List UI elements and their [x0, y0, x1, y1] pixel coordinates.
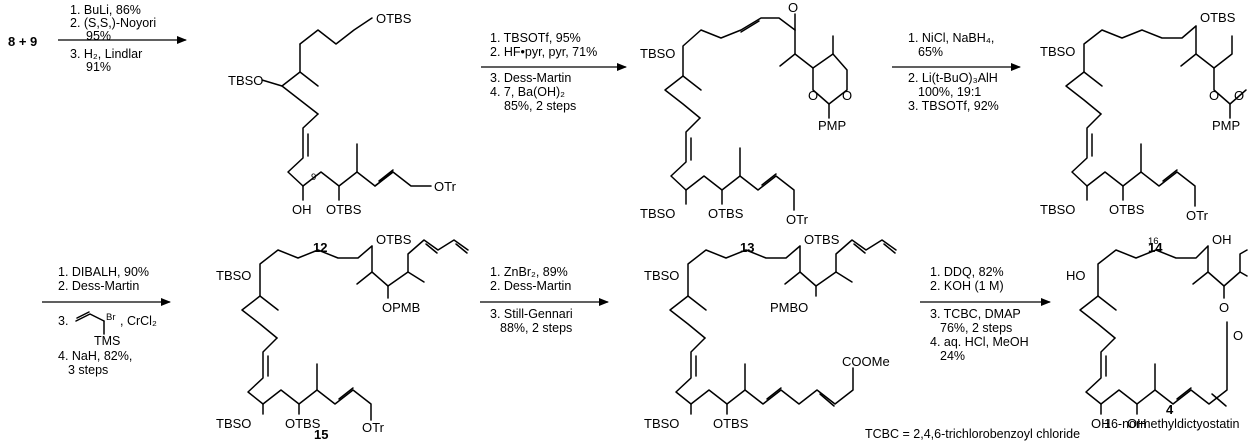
- step4-line6: 3 steps: [68, 363, 108, 377]
- c12-oh: OH: [292, 202, 312, 217]
- step6-line1: 1. DDQ, 82%: [930, 265, 1004, 279]
- step2-line4: 4. 7, Ba(OH)₂: [490, 85, 565, 99]
- c12-otbs: OTBS: [326, 202, 362, 217]
- step4-crcl2: , CrCl₂: [120, 314, 157, 328]
- c13-tbso-top: TBSO: [640, 46, 675, 61]
- start-materials: 8 + 9: [8, 34, 37, 49]
- c14-otbs: OTBS: [1109, 202, 1145, 217]
- compound-4: 16 OH HO O O OH OH 4 16-normethyldictyos…: [1066, 232, 1248, 431]
- step4-line1: 1. DIBALH, 90%: [58, 265, 149, 279]
- step4-tms: TMS: [94, 334, 120, 348]
- c15-otbs: OTBS: [285, 416, 321, 431]
- c12-c9-label: 9: [311, 172, 316, 183]
- c14-o1: O: [1209, 88, 1219, 103]
- c16-otbs: OTBS: [713, 416, 749, 431]
- step2-line1: 1. TBSOTf, 95%: [490, 31, 581, 45]
- c13-tbso-bottom: TBSO: [640, 206, 675, 221]
- step1-line1: 1. BuLi, 86%: [70, 3, 141, 17]
- reaction-arrow-3: 1. NiCl, NaBH₄, 65% 2. Li(t-BuO)₃AlH 100…: [892, 31, 1021, 113]
- step6-line4: 76%, 2 steps: [940, 321, 1012, 335]
- c14-pmp: PMP: [1212, 118, 1240, 133]
- c13-o2: O: [842, 88, 852, 103]
- c13-o1: O: [808, 88, 818, 103]
- step4-br: Br: [106, 312, 116, 323]
- step2-line2: 2. HF•pyr, pyr, 71%: [490, 45, 597, 59]
- c4-oh2: OH: [1127, 416, 1147, 431]
- step5-line2: 2. Dess-Martin: [490, 279, 571, 293]
- c4-oh1: OH: [1091, 416, 1111, 431]
- step5-line1: 1. ZnBr₂, 89%: [490, 265, 568, 279]
- step6-line5: 4. aq. HCl, MeOH: [930, 335, 1029, 349]
- compound-15: OTBS TBSO OPMB TBSO OTBS OTr 15: [216, 232, 469, 441]
- c16-pmbo: PMBO: [770, 300, 808, 315]
- step5-line3: 3. Still-Gennari: [490, 307, 573, 321]
- step6-line6: 24%: [940, 349, 965, 363]
- step1-line4: 3. H₂, Lindlar: [70, 47, 142, 61]
- compound-12: OTBS TBSO 9 OH OTBS OTr 12: [228, 11, 457, 255]
- c15-tbso-top: TBSO: [216, 268, 251, 283]
- step3-line5: 3. TBSOTf, 92%: [908, 99, 999, 113]
- step1-line2: 2. (S,S,)-Noyori: [70, 16, 156, 30]
- reaction-arrow-5: 1. ZnBr₂, 89% 2. Dess-Martin 3. Still-Ge…: [480, 265, 609, 335]
- c14-tbso-bottom: TBSO: [1040, 202, 1075, 217]
- c15-opmb: OPMB: [382, 300, 420, 315]
- c16-tbso-bottom: TBSO: [644, 416, 679, 431]
- c4-c16-label: 16: [1148, 236, 1159, 247]
- c14-tbso-top: TBSO: [1040, 44, 1075, 59]
- step1-line3: 95%: [86, 29, 111, 43]
- c14-otbs-top: OTBS: [1200, 10, 1236, 25]
- compound-number-15: 15: [314, 427, 328, 441]
- step3-line1: 1. NiCl, NaBH₄,: [908, 31, 994, 45]
- compound-16: OTBS TBSO PMBO COOMe TBSO OTBS: [644, 232, 897, 431]
- c15-tbso-bottom: TBSO: [216, 416, 251, 431]
- compound-name-4: 16-normethyldictyostatin: [1104, 417, 1240, 431]
- c14-otr: OTr: [1186, 208, 1209, 223]
- step3-line2: 65%: [918, 45, 943, 59]
- step6-line3: 3. TCBC, DMAP: [930, 307, 1021, 321]
- c16-otbs-top: OTBS: [804, 232, 840, 247]
- c16-tbso-top: TBSO: [644, 268, 679, 283]
- reaction-arrow-1: 1. BuLi, 86% 2. (S,S,)-Noyori 95% 3. H₂,…: [58, 3, 187, 74]
- reaction-arrow-6: 1. DDQ, 82% 2. KOH (1 M) 3. TCBC, DMAP 7…: [920, 265, 1051, 363]
- step4-line3: 3.: [58, 314, 68, 328]
- step3-line4: 100%, 19:1: [918, 85, 981, 99]
- c4-o-ring: O: [1219, 300, 1229, 315]
- c12-otr: OTr: [434, 179, 457, 194]
- c15-otr: OTr: [362, 420, 385, 435]
- step4-line5: 4. NaH, 82%,: [58, 349, 132, 363]
- reaction-arrow-4: 1. DIBALH, 90% 2. Dess-Martin 3. Br , Cr…: [42, 265, 171, 377]
- c12-otbs-top: OTBS: [376, 11, 412, 26]
- step5-line4: 88%, 2 steps: [500, 321, 572, 335]
- c13-otbs: OTBS: [708, 206, 744, 221]
- c13-otr: OTr: [786, 212, 809, 227]
- step3-line3: 2. Li(t-BuO)₃AlH: [908, 71, 998, 85]
- footnote-tcbc: TCBC = 2,4,6-trichlorobenzoyl chloride: [865, 427, 1080, 441]
- c14-o2: O: [1234, 88, 1244, 103]
- c4-ho: HO: [1066, 268, 1086, 283]
- compound-14: OTBS TBSO O O PMP TBSO OTBS OTr 14: [1040, 10, 1247, 255]
- step4-line2: 2. Dess-Martin: [58, 279, 139, 293]
- step2-line3: 3. Dess-Martin: [490, 71, 571, 85]
- c4-o-carbonyl: O: [1233, 328, 1243, 343]
- c12-tbso: TBSO: [228, 73, 263, 88]
- step2-line5: 85%, 2 steps: [504, 99, 576, 113]
- step1-line5: 91%: [86, 60, 111, 74]
- c13-o-ketone: O: [788, 0, 798, 15]
- c15-otbs-top: OTBS: [376, 232, 412, 247]
- c4-oh-top: OH: [1212, 232, 1232, 247]
- c16-coome: COOMe: [842, 354, 890, 369]
- compound-number-4: 4: [1166, 402, 1174, 417]
- step6-line2: 2. KOH (1 M): [930, 279, 1004, 293]
- reaction-arrow-2: 1. TBSOTf, 95% 2. HF•pyr, pyr, 71% 3. De…: [481, 31, 627, 113]
- compound-13: O TBSO O O PMP TBSO OTBS OTr 13: [640, 0, 852, 255]
- c13-pmp: PMP: [818, 118, 846, 133]
